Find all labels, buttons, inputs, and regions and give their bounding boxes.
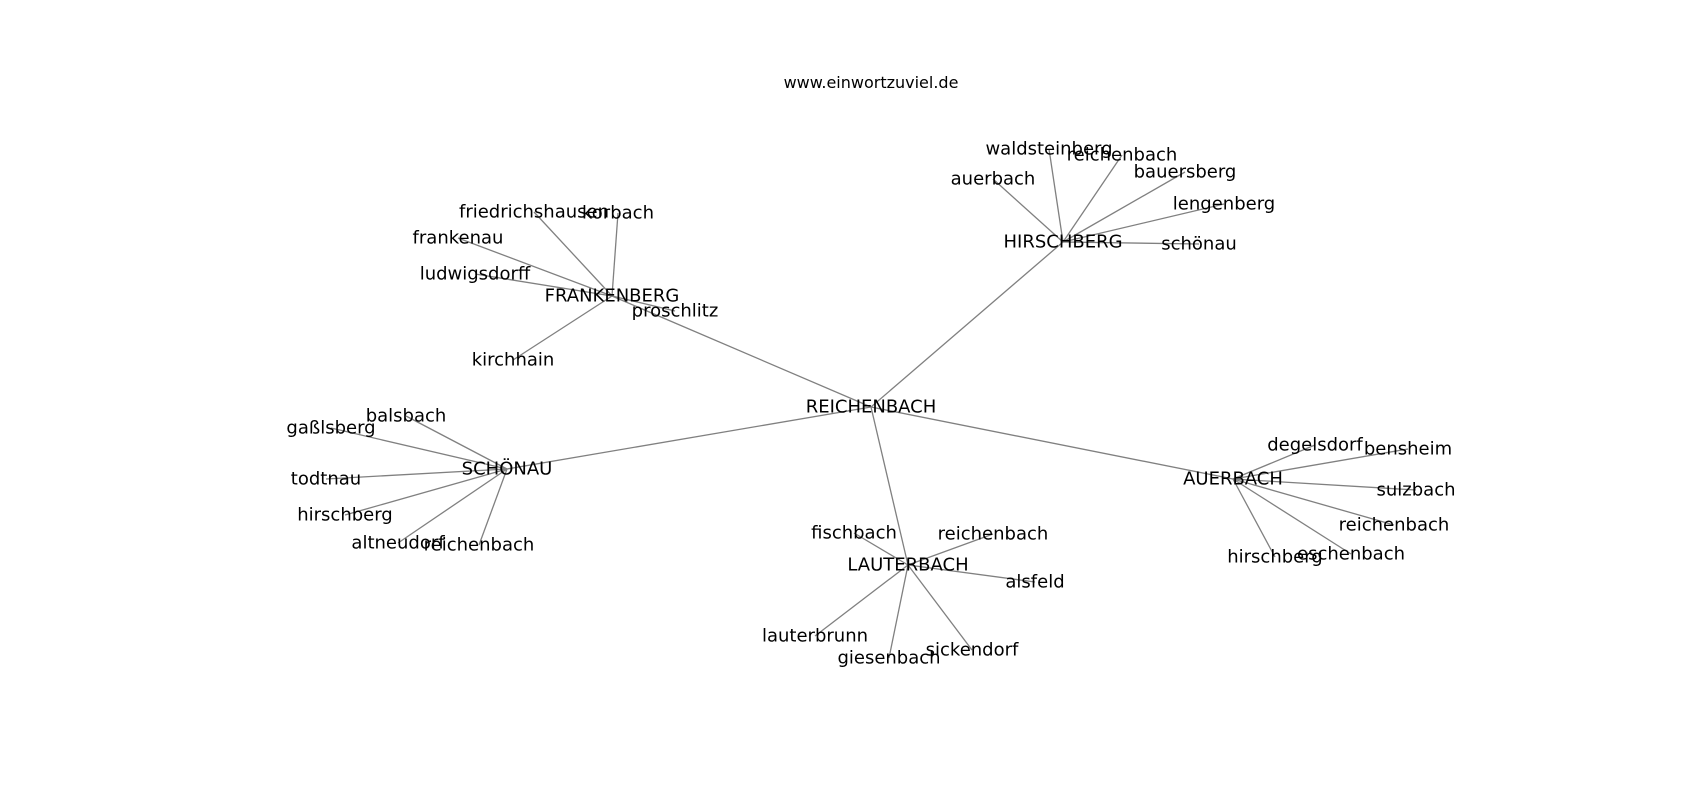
node-label-frankenberg: FRANKENBERG bbox=[545, 286, 680, 307]
edge-reichenbach-hirschberg bbox=[870, 241, 1064, 408]
node-label-kirchhain: kirchhain bbox=[472, 350, 555, 371]
edge-hirschberg-bauersberg bbox=[1062, 171, 1186, 243]
node-label-altneudorf: altneudorf bbox=[351, 533, 445, 554]
node-label-waldsteinberg: waldsteinberg bbox=[985, 139, 1112, 160]
graph-edges bbox=[325, 148, 1417, 659]
node-label-balsbach: balsbach bbox=[366, 406, 447, 427]
edge-frankenberg-ludwigsdorff bbox=[474, 273, 613, 297]
node-label-reichenbach: REICHENBACH bbox=[806, 397, 937, 418]
node-label-gasslsberg: gaßlsberg bbox=[286, 418, 375, 439]
edge-auerbach-hirschberg-a bbox=[1232, 478, 1276, 558]
node-label-reichenbach-h: reichenbach bbox=[1067, 145, 1178, 166]
edge-lauterbach-lauterbrunn bbox=[814, 564, 909, 637]
edge-hirschberg-schoenau-h bbox=[1062, 241, 1200, 245]
node-label-auerbach: AUERBACH bbox=[1183, 469, 1283, 490]
edge-frankenberg-friedrichshausen bbox=[533, 211, 613, 297]
edge-reichenbach-schoenau bbox=[506, 406, 872, 470]
node-label-frankenau: frankenau bbox=[413, 228, 504, 249]
edge-auerbach-bensheim bbox=[1232, 448, 1409, 480]
graph-labels: REICHENBACH FRANKENBERG friedrichshausenko… bbox=[286, 139, 1455, 669]
edge-lauterbach-giesenbach bbox=[888, 564, 909, 659]
edge-reichenbach-lauterbach bbox=[870, 406, 909, 566]
edge-frankenberg-korbach bbox=[611, 212, 619, 297]
edge-frankenberg-frankenau bbox=[457, 237, 613, 297]
node-label-bensheim: bensheim bbox=[1364, 439, 1452, 460]
node-label-alsfeld: alsfeld bbox=[1005, 572, 1064, 593]
edge-frankenberg-kirchhain bbox=[512, 295, 613, 361]
edge-auerbach-degelsdorf bbox=[1232, 444, 1316, 480]
node-label-sulzbach: sulzbach bbox=[1377, 480, 1456, 501]
edge-lauterbach-alsfeld bbox=[907, 564, 1036, 583]
node-label-reichenbach-s: reichenbach bbox=[424, 535, 535, 556]
node-label-giesenbach: giesenbach bbox=[837, 648, 940, 669]
node-label-todtnau: todtnau bbox=[291, 469, 361, 490]
node-label-hirschberg-s: hirschberg bbox=[297, 505, 393, 526]
edge-schoenau-reichenbach-s bbox=[478, 468, 508, 546]
node-label-schoenau: SCHÖNAU bbox=[462, 458, 553, 480]
node-label-lauterbrunn: lauterbrunn bbox=[762, 626, 868, 647]
node-label-sickendorf: sickendorf bbox=[926, 640, 1019, 661]
edge-hirschberg-lengenberg bbox=[1062, 203, 1225, 243]
edge-lauterbach-reichenbach-l bbox=[907, 533, 994, 566]
edge-schoenau-balsbach bbox=[405, 415, 508, 470]
edge-hirschberg-waldsteinberg bbox=[1048, 148, 1064, 243]
node-label-lauterbach: LAUTERBACH bbox=[847, 555, 968, 576]
edge-schoenau-gasslsberg bbox=[330, 427, 508, 470]
edge-auerbach-sulzbach bbox=[1232, 478, 1417, 491]
node-label-proschlitz: proschlitz bbox=[632, 301, 719, 322]
edge-lauterbach-fischbach bbox=[853, 532, 909, 566]
node-label-reichenbach-l: reichenbach bbox=[938, 524, 1049, 545]
edge-auerbach-reichenbach-a bbox=[1232, 478, 1395, 526]
edge-hirschberg-reichenbach-h bbox=[1062, 154, 1123, 243]
edge-reichenbach-auerbach bbox=[870, 406, 1234, 480]
edge-lauterbach-sickendorf bbox=[907, 564, 973, 651]
edge-auerbach-eschenbach bbox=[1232, 478, 1352, 555]
node-label-reichenbach-a: reichenbach bbox=[1339, 515, 1450, 536]
edge-schoenau-altneudorf bbox=[397, 468, 508, 544]
node-label-lengenberg: lengenberg bbox=[1173, 194, 1275, 215]
edge-schoenau-hirschberg-s bbox=[344, 468, 508, 516]
node-label-korbach: korbach bbox=[582, 203, 654, 224]
node-label-friedrichshausen: friedrichshausen bbox=[459, 202, 609, 223]
node-label-fischbach: fischbach bbox=[811, 523, 897, 544]
node-label-auerbach-h: auerbach bbox=[951, 169, 1036, 190]
node-label-ludwigsdorff: ludwigsdorff bbox=[420, 264, 531, 285]
edge-frankenberg-proschlitz bbox=[611, 295, 676, 312]
node-label-bauersberg: bauersberg bbox=[1134, 162, 1237, 183]
node-label-hirschberg: HIRSCHBERG bbox=[1003, 232, 1122, 253]
edge-schoenau-todtnau bbox=[325, 468, 508, 480]
node-label-degelsdorf: degelsdorf bbox=[1267, 435, 1363, 456]
node-label-schoenau-h: schönau bbox=[1161, 234, 1237, 255]
site-label: www.einwortzuviel.de bbox=[784, 73, 959, 92]
node-label-hirschberg-a: hirschberg bbox=[1227, 547, 1323, 568]
edge-reichenbach-frankenberg bbox=[611, 295, 872, 408]
edge-hirschberg-auerbach-h bbox=[992, 178, 1064, 243]
node-label-eschenbach: eschenbach bbox=[1297, 544, 1405, 565]
